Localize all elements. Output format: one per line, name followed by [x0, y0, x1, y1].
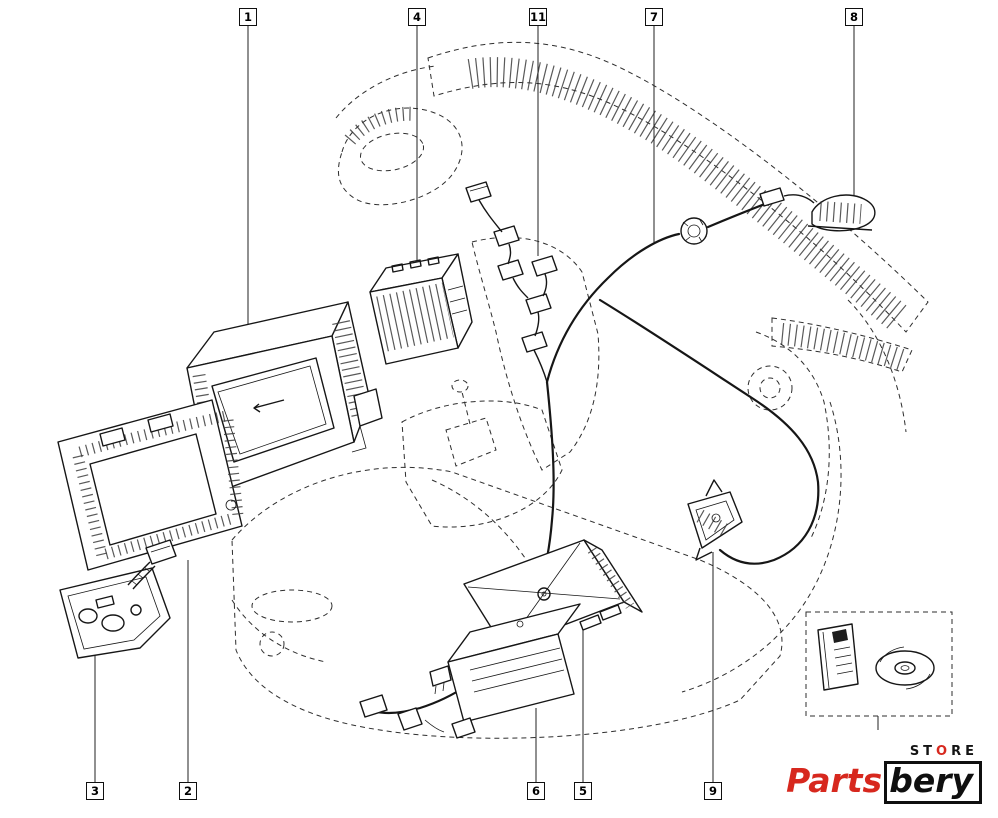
callout-1[interactable]: 1	[239, 8, 257, 26]
brand-parts: Parts	[786, 761, 883, 801]
callout-7[interactable]: 7	[645, 8, 663, 26]
callout-2[interactable]: 2	[179, 782, 197, 800]
car-body-dashed-outline	[231, 41, 929, 739]
part-8-gps-antenna	[759, 187, 876, 232]
part-9-sensor-bracket	[687, 479, 743, 561]
part-6-receiver-module	[429, 603, 581, 739]
callout-8[interactable]: 8	[845, 8, 863, 26]
part-4-control-module	[369, 253, 473, 365]
callout-4[interactable]: 4	[408, 8, 426, 26]
part-11-wiring-harness	[465, 181, 558, 383]
leader-lines	[94, 26, 855, 782]
store-red-o: O	[936, 744, 952, 760]
callout-6[interactable]: 6	[527, 782, 545, 800]
callout-9[interactable]: 9	[704, 782, 722, 800]
part-2-display-unit	[57, 399, 244, 571]
brand-bery: bery	[884, 761, 982, 804]
callout-3[interactable]: 3	[86, 782, 104, 800]
callout-11[interactable]: 11	[529, 8, 547, 26]
callout-5[interactable]: 5	[574, 782, 592, 800]
accessory-kit-cd-manual	[805, 611, 953, 730]
part-3-control-panel	[59, 539, 177, 659]
store-wordmark: STORE	[909, 744, 978, 760]
